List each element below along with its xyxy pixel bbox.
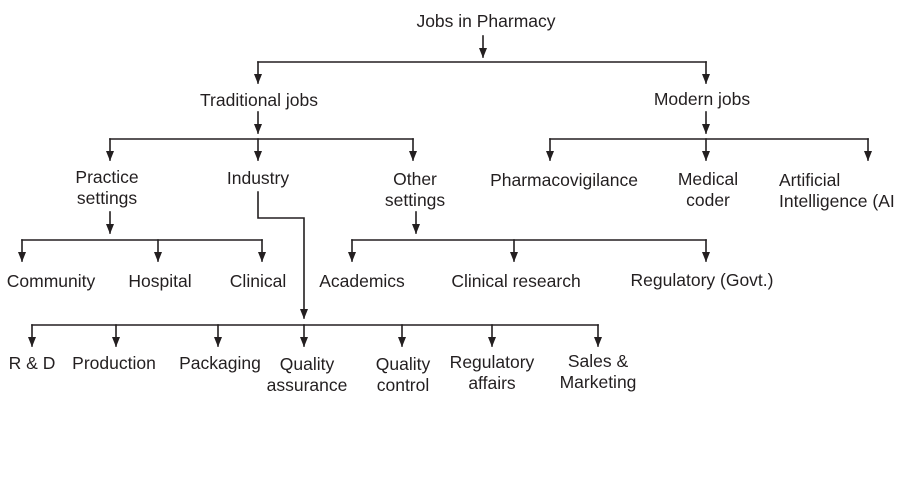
node-label-line: Academics <box>319 271 405 291</box>
node-label-line: Marketing <box>559 372 637 392</box>
node-label-line: affairs <box>468 373 516 393</box>
node-packaging: Packaging <box>179 353 261 374</box>
node-label-line: Other <box>393 169 437 189</box>
node-label-line: Packaging <box>179 353 261 373</box>
industry-connector <box>257 191 308 319</box>
node-label-line: Modern jobs <box>653 89 751 109</box>
node-modern-jobs: Modern jobs <box>654 89 750 110</box>
node-regulatory-govt: Regulatory (Govt.) <box>631 270 774 291</box>
node-label-line: Intelligence (AI <box>779 191 895 211</box>
node-label-line: settings <box>76 188 138 208</box>
node-label-line: Quality <box>279 354 335 374</box>
node-industry: Industry <box>227 168 289 189</box>
node-label-line: Quality <box>375 354 431 374</box>
node-label-line: Practice <box>75 167 139 187</box>
node-clinical: Clinical <box>230 271 286 292</box>
node-label-line: Regulatory (Govt.) <box>630 270 774 290</box>
node-label-line: Artificial <box>779 170 841 190</box>
node-sales-marketing: Sales &Marketing <box>560 351 637 393</box>
node-label-line: Production <box>72 353 156 373</box>
node-label-line: control <box>376 375 430 395</box>
node-label-line: Regulatory <box>449 352 535 372</box>
node-label-line: Traditional jobs <box>199 90 319 110</box>
node-pharmacovigilance: Pharmacovigilance <box>490 170 638 191</box>
node-jobs-in-pharmacy: Jobs in Pharmacy <box>416 11 555 32</box>
node-label-line: Community <box>6 271 96 291</box>
node-label-line: Jobs in Pharmacy <box>416 11 556 31</box>
node-clinical-research: Clinical research <box>451 271 580 292</box>
node-r-and-d: R & D <box>9 353 56 374</box>
node-production: Production <box>72 353 156 374</box>
node-label-line: Clinical research <box>451 271 581 291</box>
node-label-line: R & D <box>8 353 56 373</box>
node-label-line: Hospital <box>128 271 192 291</box>
node-label-line: coder <box>686 190 730 210</box>
node-label-line: Sales & <box>567 351 629 371</box>
node-label-line: Medical <box>677 169 739 189</box>
node-label-line: Clinical <box>229 271 287 291</box>
node-label-line: Pharmacovigilance <box>490 170 638 190</box>
node-traditional-jobs: Traditional jobs <box>200 90 318 111</box>
node-label-line: settings <box>384 190 446 210</box>
node-academics: Academics <box>319 271 405 292</box>
node-label-line: Industry <box>226 168 290 188</box>
node-label-line: assurance <box>266 375 348 395</box>
node-community: Community <box>7 271 96 292</box>
node-hospital: Hospital <box>128 271 191 292</box>
